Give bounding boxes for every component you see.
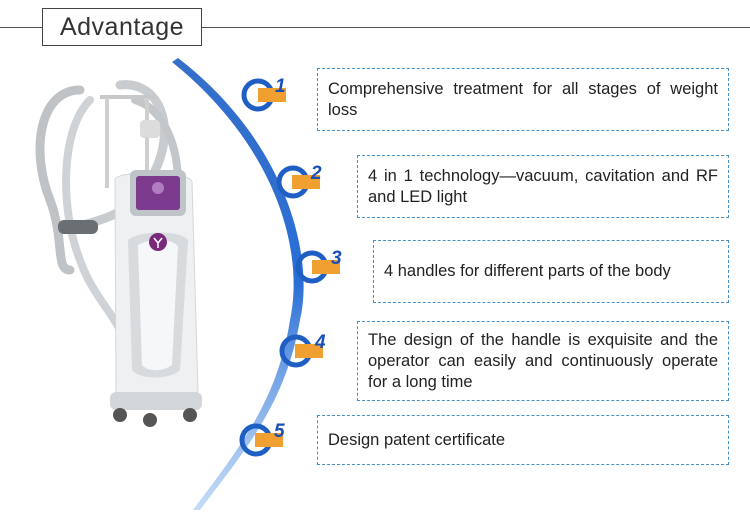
advantage-text: 4 in 1 technology—vacuum, cavitation and… — [368, 166, 718, 206]
machine-image — [35, 80, 202, 427]
item-number: 4 — [315, 332, 326, 353]
page-title: Advantage — [59, 12, 185, 41]
number-tag — [312, 260, 340, 274]
item-number: 3 — [331, 248, 342, 269]
number-tag — [295, 344, 323, 358]
advantage-text: 4 handles for different parts of the bod… — [384, 262, 671, 280]
item-number: 5 — [274, 421, 285, 442]
advantage-box: 4 in 1 technology—vacuum, cavitation and… — [357, 155, 729, 218]
header-box: Advantage — [42, 8, 202, 46]
advantage-text: Design patent certificate — [328, 430, 506, 449]
advantage-box: The design of the handle is exquisite an… — [357, 321, 729, 401]
advantage-text: The design of the handle is exquisite an… — [368, 330, 718, 391]
number-tag — [258, 88, 286, 102]
number-tag — [255, 433, 283, 447]
header-divider — [0, 27, 750, 28]
advantage-box: 4 handles for different parts of the bod… — [373, 240, 729, 303]
item-number: 2 — [311, 163, 322, 184]
item-number: 1 — [275, 76, 286, 97]
advantage-text: Comprehensive treatment for all stages o… — [328, 79, 718, 119]
advantage-box: Design patent certificate — [317, 415, 729, 465]
advantage-box: Comprehensive treatment for all stages o… — [317, 68, 729, 131]
number-tag — [292, 175, 320, 189]
